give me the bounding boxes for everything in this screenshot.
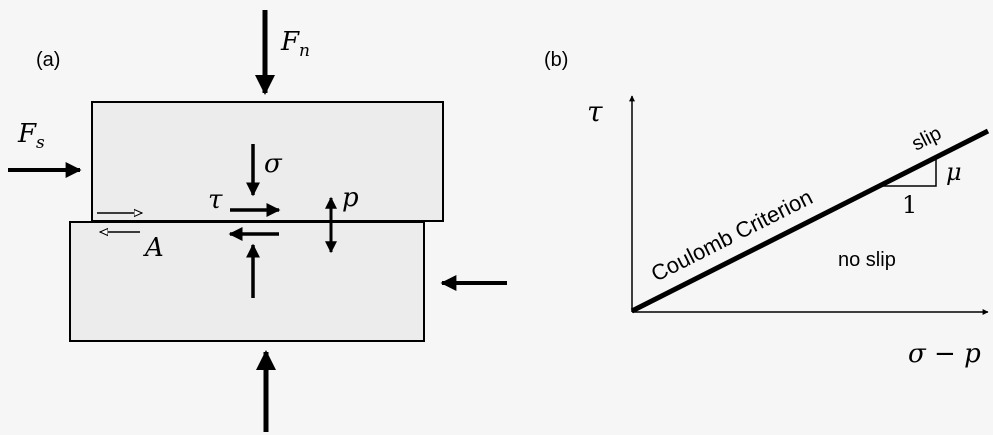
panel-b: (b) τ σ − p Coulomb Criterion 1 μ slip n… [544, 49, 990, 369]
y-axis-label: τ [587, 95, 603, 128]
pressure-label: p [342, 183, 359, 213]
slope-triangle [880, 158, 937, 187]
x-axis-label: σ − p [908, 339, 981, 369]
slip-region-label: slip [908, 122, 945, 155]
coulomb-criterion-label: Coulomb Criterion [647, 184, 817, 286]
normal-force-label: Fn [280, 27, 310, 61]
coulomb-criterion-line [630, 128, 990, 314]
upper-block [91, 101, 444, 222]
tau-label: τ [208, 185, 223, 215]
panel-a: (a) Fn Fs A σ τ p [8, 10, 507, 432]
lower-block [69, 221, 425, 342]
panel-b-label: (b) [544, 49, 568, 71]
slope-run-label: 1 [902, 191, 917, 219]
sigma-label: σ [264, 149, 283, 179]
slope-mu-label: μ [946, 158, 962, 186]
no-slip-region-label: no slip [838, 249, 896, 271]
area-label: A [143, 233, 164, 263]
shear-force-label: Fs [17, 119, 45, 153]
panel-a-label: (a) [36, 49, 60, 71]
